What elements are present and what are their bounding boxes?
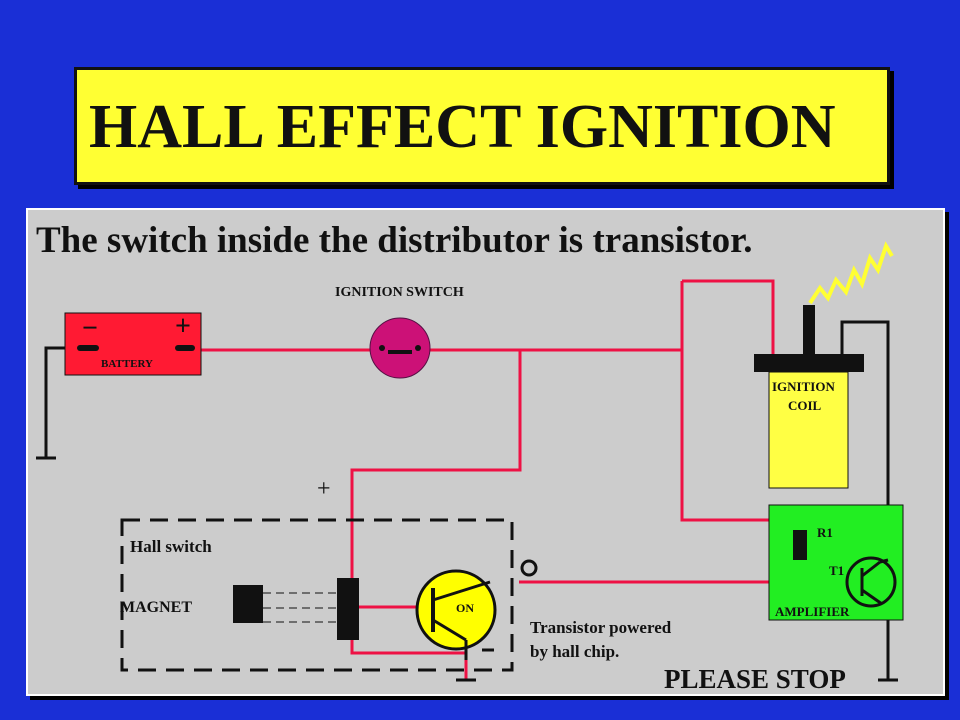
ignition-switch-label: IGNITION SWITCH [335,285,464,300]
transistor-t1 [845,556,897,608]
on-label: ON [456,601,474,615]
hall-transistor [415,569,497,651]
page-title: HALL EFFECT IGNITION [89,93,836,161]
output-terminal [520,559,538,577]
hall-chip [337,578,359,640]
coil-output-wire [840,320,890,680]
ignition-coil [768,371,849,489]
magnetic-field-lines [263,592,337,623]
hall-switch-enclosure [120,518,514,672]
transistor-powered-label-1: Transistor powered [530,618,672,637]
magnet [233,585,263,623]
please-stop-label: PLEASE STOP [664,664,846,694]
coil-cap [754,354,864,372]
coil-top-terminal [803,305,815,355]
title-box: HALL EFFECT IGNITION [74,67,890,185]
wiring [190,279,858,680]
r1-label: R1 [817,525,833,540]
transistor-powered-label-2: by hall chip. [530,642,620,661]
battery-label: BATTERY [101,358,153,370]
magnet-label: MAGNET [120,599,192,616]
plus-label: + [317,476,331,502]
resistor-r1 [793,530,807,560]
hall-switch-label: Hall switch [130,537,212,556]
battery-minus-label: − [82,313,98,344]
t1-label: T1 [829,563,845,578]
ignition-switch [369,317,431,379]
ignition-coil-label-1: IGNITION [772,379,835,394]
subtitle: The switch inside the distributor is tra… [36,220,753,261]
battery [64,312,202,376]
spark-icon [808,241,894,305]
battery-plus-label: + [175,311,191,342]
ignition-coil-label-2: COIL [788,398,822,413]
amplifier-label: AMPLIFIER [775,604,850,619]
